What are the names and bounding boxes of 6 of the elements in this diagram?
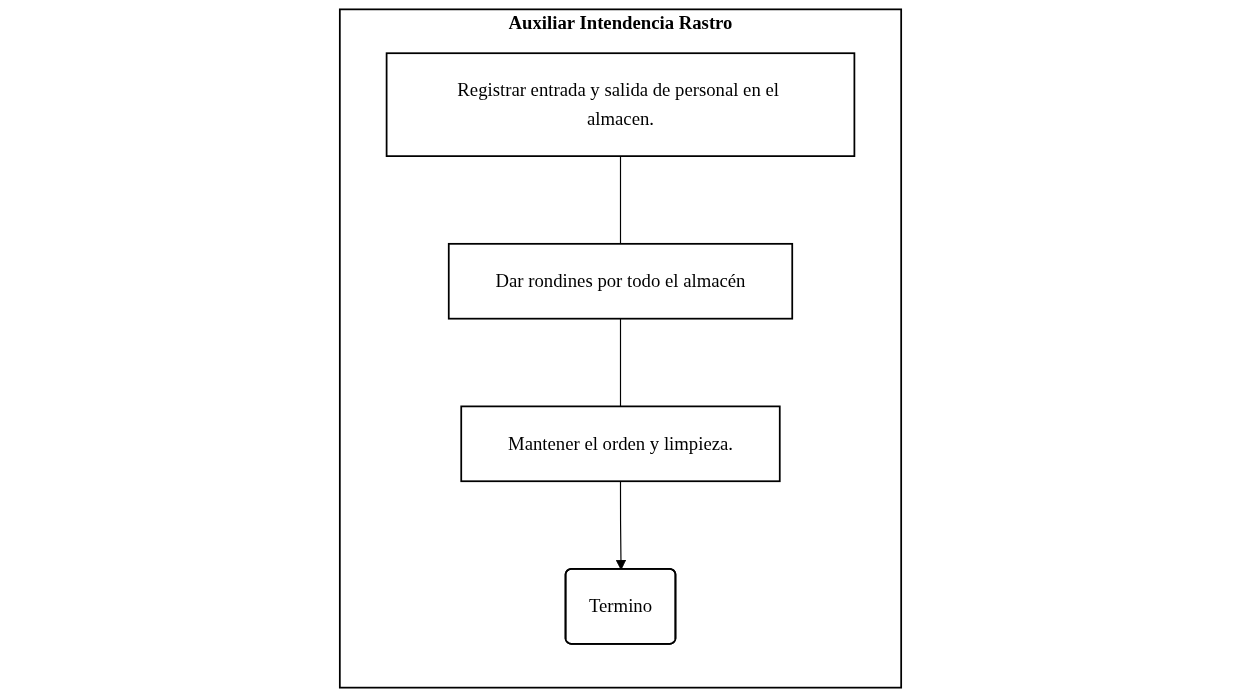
connector bbox=[619, 155, 622, 245]
node-box: Dar rondines por todo el almacén bbox=[447, 242, 794, 320]
connector bbox=[619, 318, 622, 407]
node-box: Registrar entrada y salida de personal en el almacen. bbox=[385, 52, 856, 157]
node-box: Mantener el orden y limpieza. bbox=[460, 405, 781, 483]
arrow bbox=[615, 480, 627, 570]
